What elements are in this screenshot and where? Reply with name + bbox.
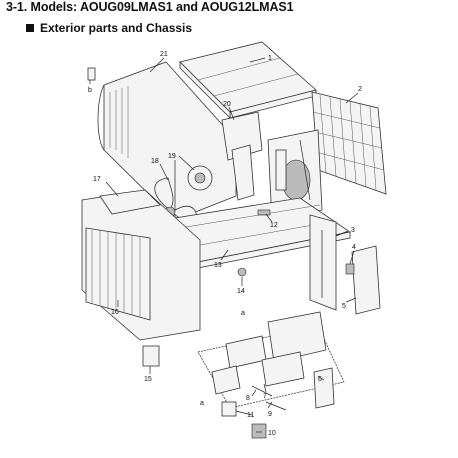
callout-a-bottom: a [200,400,204,407]
part-rear-guard [311,91,387,195]
callout-9: 9 [268,411,272,418]
callout-a-top: a [241,310,245,317]
callout-14: 14 [237,288,245,295]
callout-2: 2 [358,86,362,93]
part-label-plate [142,345,160,367]
callout-13: 13 [214,262,222,269]
callout-5: 5 [342,303,346,310]
callout-19: 19 [168,153,176,160]
part-12 [257,209,271,216]
callout-7: 7 [263,393,267,400]
part-partition-bracket [221,111,263,201]
part-4 [345,263,355,275]
page-title: 3-1. Models: AOUG09LMAS1 and AOUG12LMAS1 [6,0,294,14]
callout-15: 15 [144,376,152,383]
callout-1: 1 [268,55,272,62]
callout-18: 18 [151,158,159,165]
callout-8: 8 [246,395,250,402]
part-valve-cover [351,245,381,315]
section-subtitle: Exterior parts and Chassis [40,21,193,35]
callout-20: 20 [223,101,231,108]
callout-b: b [88,87,92,94]
callout-4: 4 [352,244,356,251]
callout-12: 12 [270,222,278,229]
callout-10: 10 [268,430,276,437]
part-14 [237,267,247,277]
part-front-grille [85,227,151,321]
callout-11: 11 [247,412,254,419]
part-compressor-assembly [267,129,323,223]
part-side-panel [309,214,337,311]
part-electrical-box-group [197,311,345,439]
part-top-panel [179,41,317,119]
callout-16: 16 [111,309,119,316]
callout-6: 6 [318,376,322,383]
section-heading: Exterior parts and Chassis [26,21,192,35]
callout-21: 21 [160,51,168,58]
part-fan-motor [187,165,213,191]
callout-3: 3 [351,227,355,234]
bullet-square-icon [26,24,34,32]
part-clip-b [87,67,96,81]
callout-17: 17 [93,176,101,183]
leader-lines [89,57,359,433]
